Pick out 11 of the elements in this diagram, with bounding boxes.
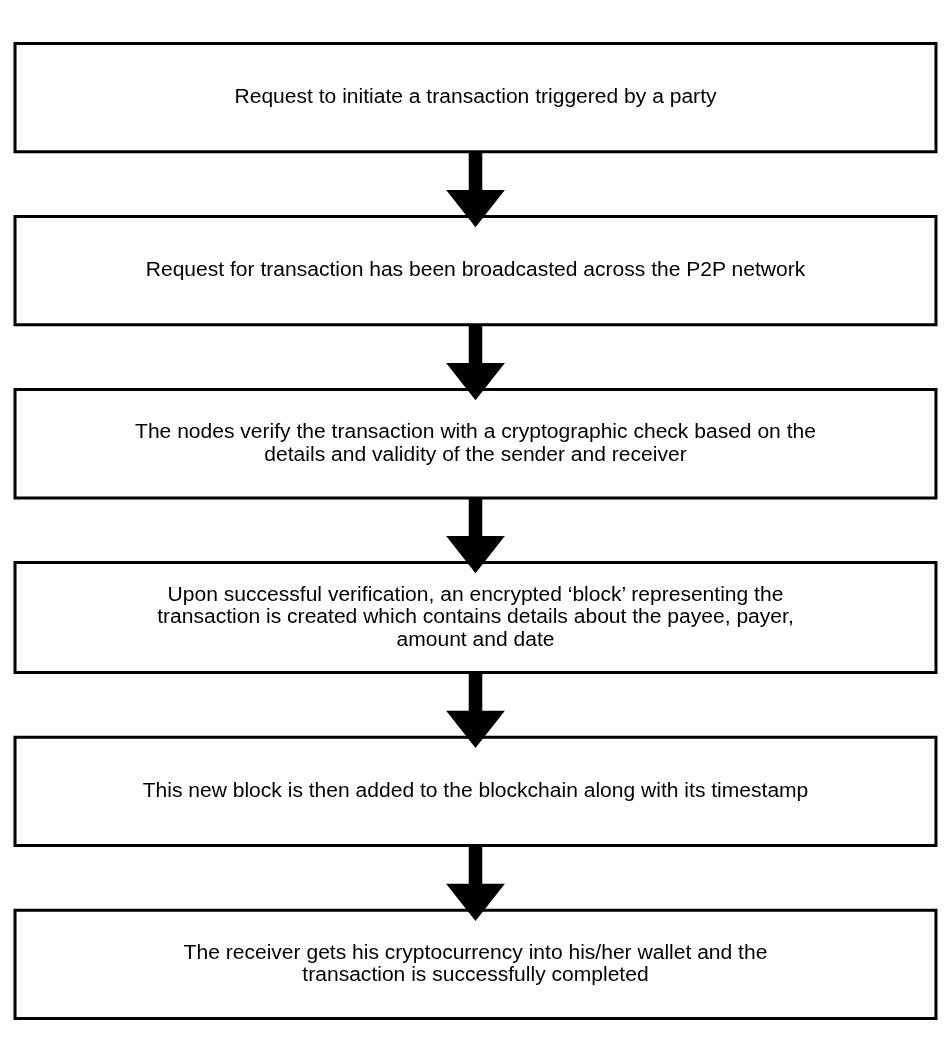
node-box: Request for transaction has been broadcasted across the P2P network — [13, 215, 937, 327]
node-box: The nodes verify the transaction with a cryptographic check based on the details and validity of the sender and receiver — [13, 388, 937, 500]
arrow — [445, 325, 505, 401]
arrow — [445, 498, 505, 574]
arrow — [445, 672, 505, 748]
arrow — [445, 152, 505, 228]
node-box: Upon successful verification, an encrypted ‘block’ representing the transaction is created which contains details about the payee, payer, amount and date — [13, 561, 937, 674]
node-box: The receiver gets his cryptocurrency into his/her wallet and the transaction is successfully completed — [13, 908, 937, 1021]
node-box: Request to initiate a transaction triggered by a party — [13, 41, 937, 154]
node-box: This new block is then added to the blockchain along with its timestamp — [13, 735, 937, 847]
arrow — [445, 845, 505, 921]
